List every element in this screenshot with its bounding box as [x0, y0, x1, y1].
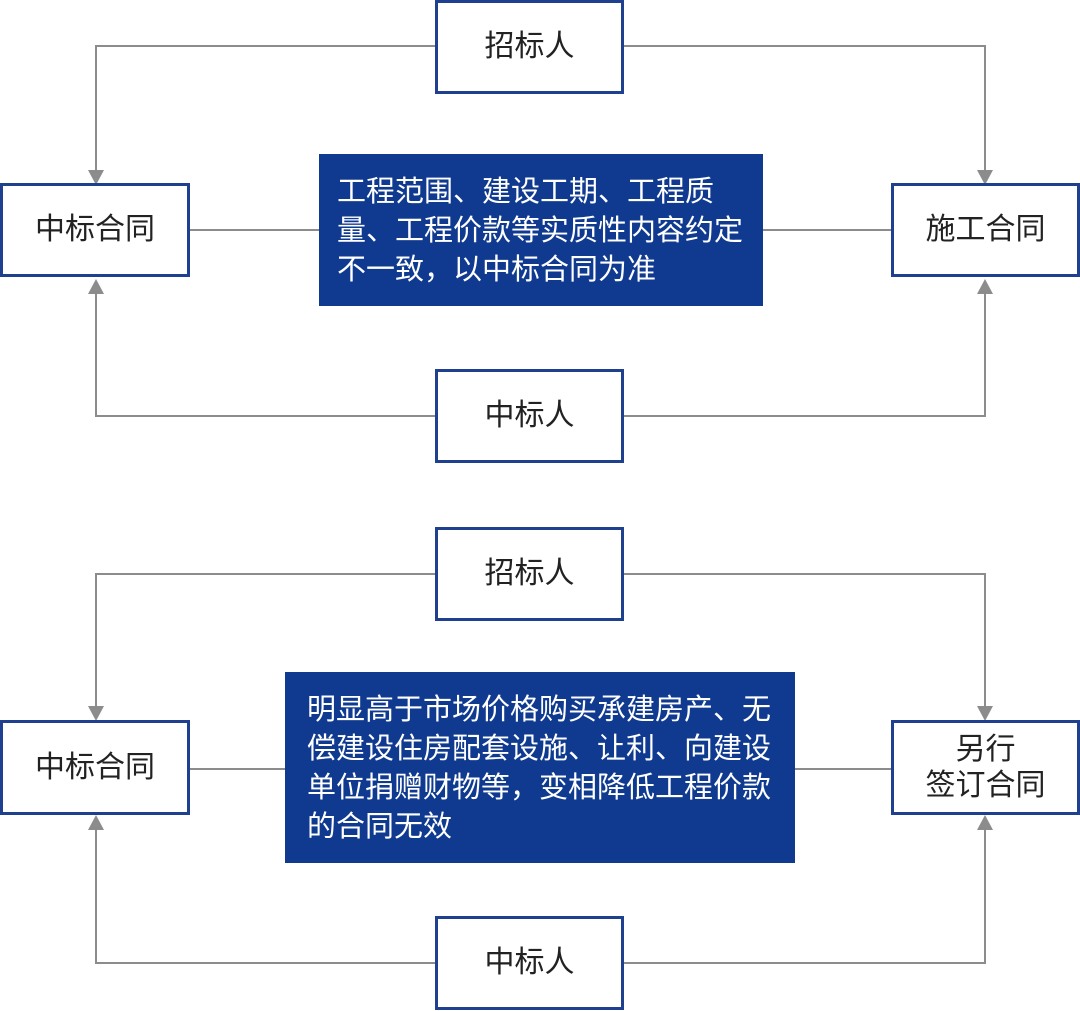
bottom-party-box: 中标人: [435, 369, 624, 463]
arrow-down-left-bottom: [88, 706, 104, 721]
connector-bottom-right: [624, 292, 986, 417]
right-contract-box: 施工合同: [891, 183, 1080, 277]
note-box-bottom: 明显高于市场价格购买承建房产、无偿建设住房配套设施、让利、向建设单位捐赠财物等，…: [285, 672, 795, 863]
connectors-bottom: [88, 573, 993, 964]
connector-bottom-left: [95, 292, 435, 417]
note-box-top: 工程范围、建设工期、工程质量、工程价款等实质性内容约定不一致，以中标合同为准: [319, 154, 763, 306]
top-party-box: 招标人: [435, 527, 624, 621]
connector-top-right: [624, 573, 986, 707]
arrow-up-left-top: [88, 279, 104, 294]
contract-diagram-bottom: 招标人 中标合同 另行 签订合同 中标人 明显高于市场价格购买承建房产、无偿建设…: [0, 520, 1080, 1011]
arrow-down-right-top: [977, 170, 993, 185]
connector-top-left: [95, 573, 435, 707]
left-contract-box: 中标合同: [0, 720, 190, 815]
bottom-party-box: 中标人: [435, 916, 624, 1010]
arrow-up-right-bottom: [977, 815, 993, 830]
connector-bottom-left: [95, 828, 435, 964]
connector-top-right: [624, 45, 986, 172]
arrow-up-right-top: [977, 279, 993, 294]
note-text: 工程范围、建设工期、工程质量、工程价款等实质性内容约定不一致，以中标合同为准: [337, 173, 744, 286]
right-contract-box: 另行 签订合同: [891, 720, 1080, 815]
connectors-top: [88, 45, 993, 417]
top-party-box: 招标人: [435, 0, 624, 94]
arrow-down-left-top: [88, 170, 104, 185]
connector-bottom-right: [624, 828, 986, 964]
left-contract-box: 中标合同: [0, 183, 190, 277]
connector-top-left: [95, 45, 435, 172]
arrow-down-right-bottom: [977, 706, 993, 721]
note-text: 明显高于市场价格购买承建房产、无偿建设住房配套设施、让利、向建设单位捐赠财物等，…: [307, 691, 772, 843]
arrow-up-left-bottom: [88, 815, 104, 830]
contract-diagram-top: 招标人 中标合同 施工合同 中标人 工程范围、建设工期、工程质量、工程价款等实质…: [0, 0, 1080, 470]
